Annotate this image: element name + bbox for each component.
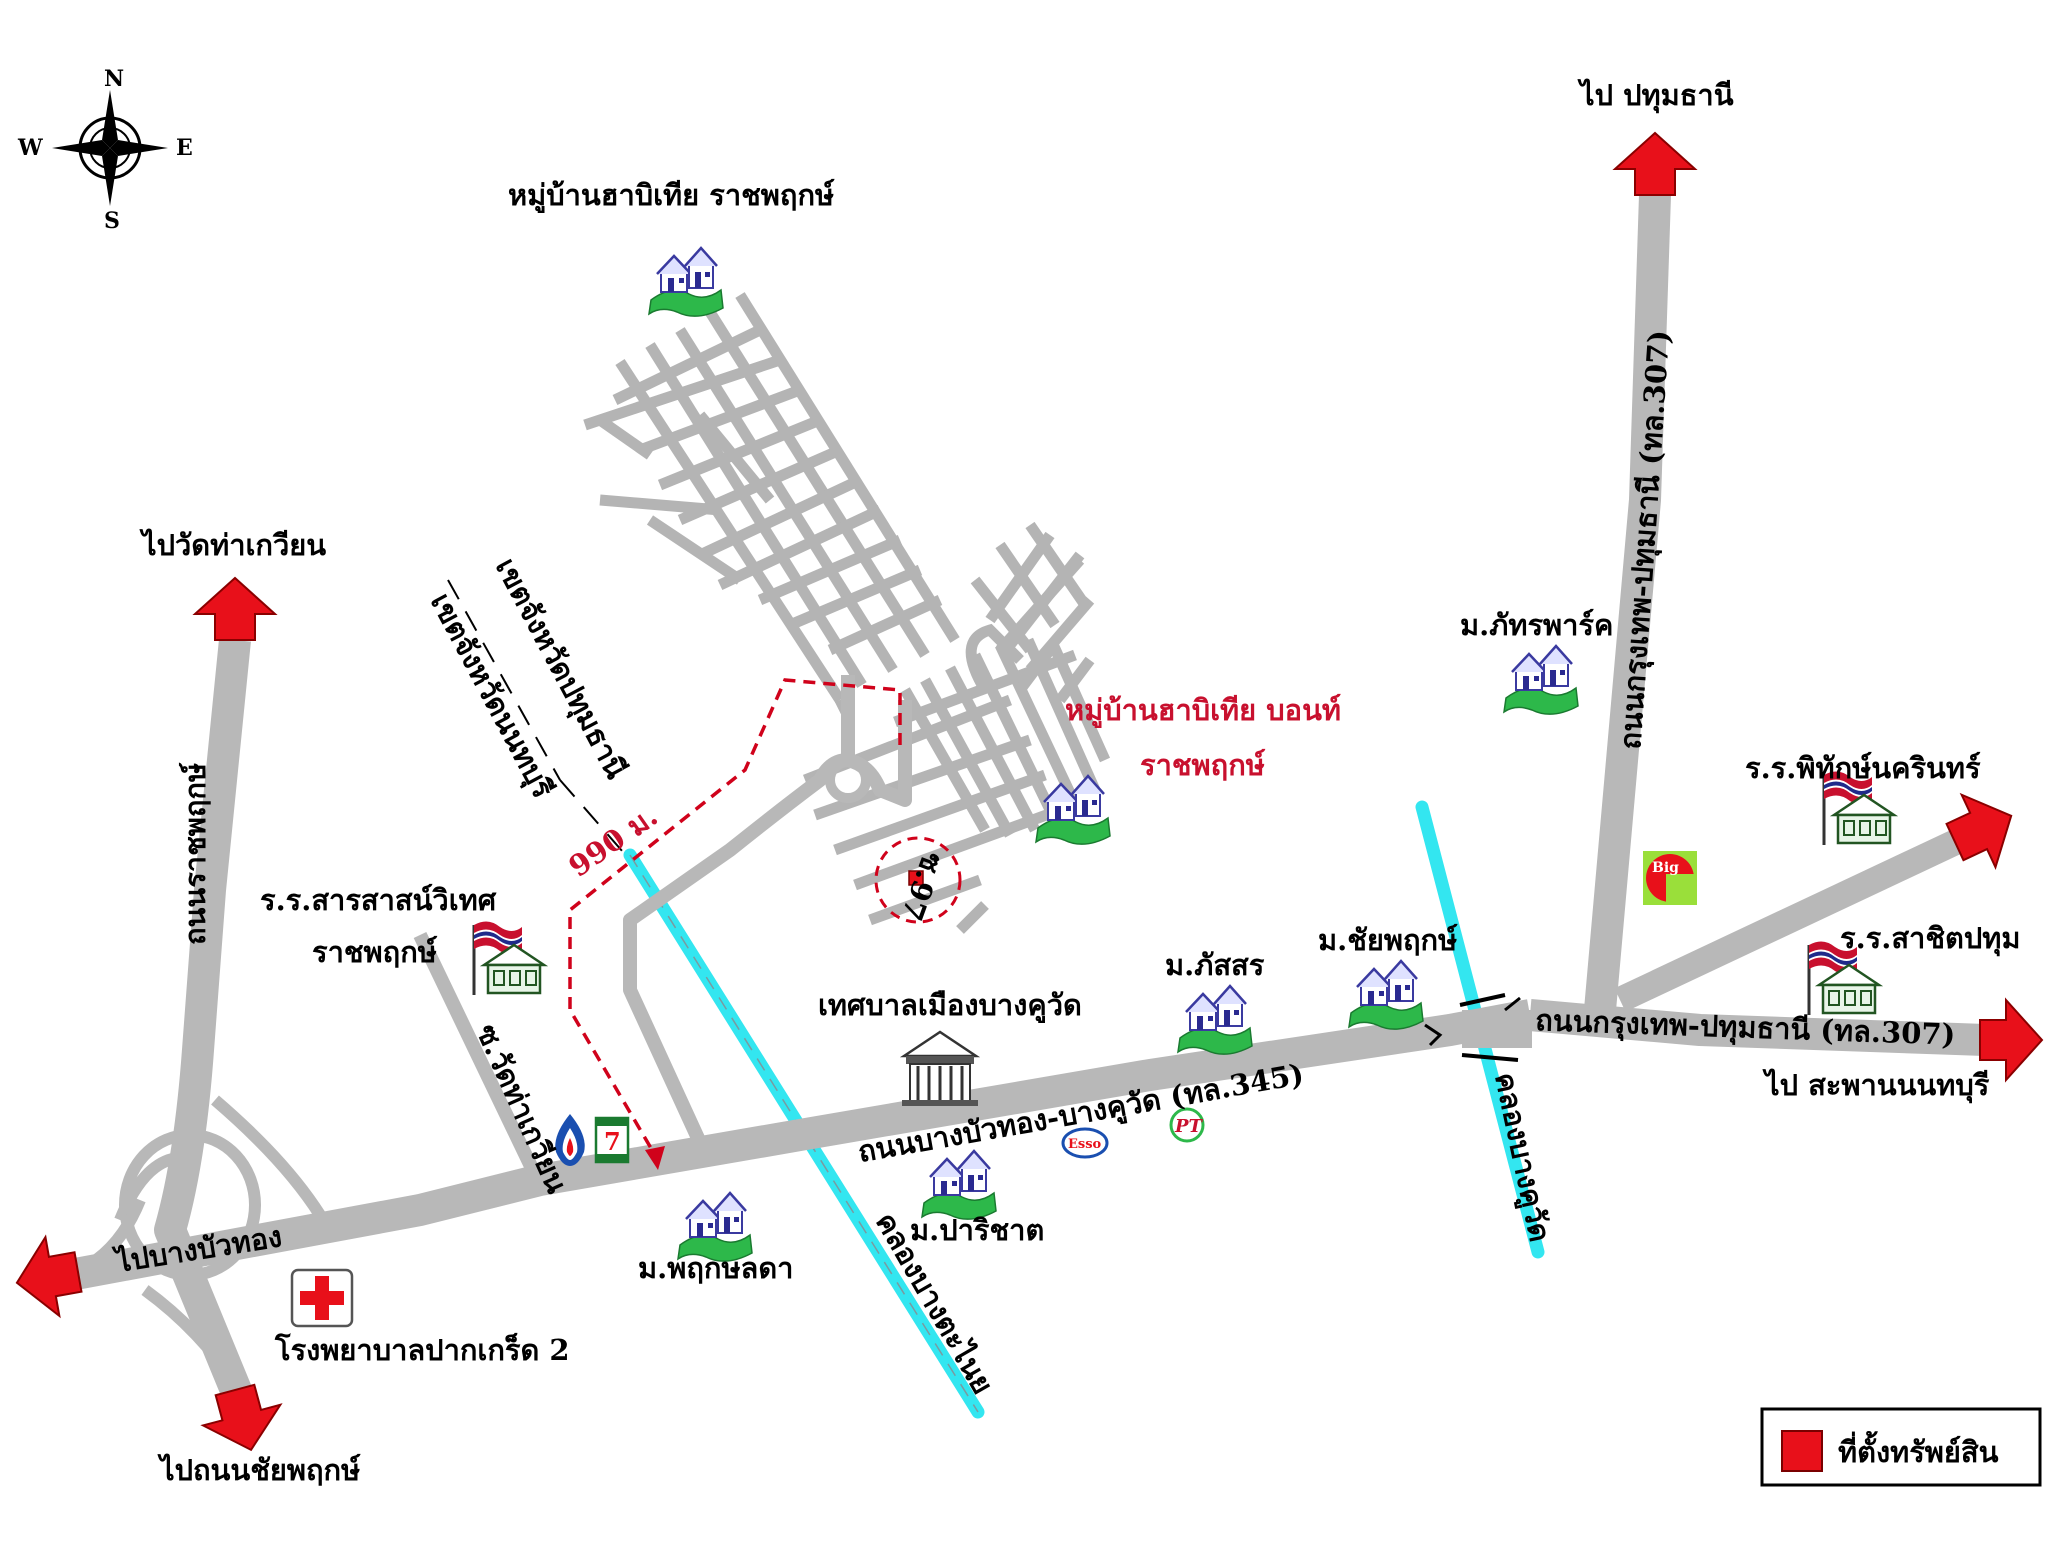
- compass-rose-icon: N S E W: [17, 66, 193, 234]
- phatthara-park-house-icon: [1502, 644, 1580, 716]
- esso-logo-text: Esso: [1068, 1137, 1102, 1152]
- legend-property-swatch: [1781, 1430, 1823, 1472]
- label-sarasas-school-line2: ราชพฤกษ์: [312, 935, 438, 969]
- bangbuathong-bangkhuwat-road: [67, 999, 1533, 1291]
- habitia-ratchaphruek-house-icon: [647, 246, 725, 318]
- label-krungthep-pathumthani-vertical: ถนนกรุงเทพ-ปทุมธานี (ทล.307): [1613, 329, 1677, 751]
- label-habitia-bond-line1: หมู่บ้านฮาบิเทีย บอนท์: [1065, 693, 1341, 728]
- habitia-ratchaphruek-street-grid: [583, 292, 960, 723]
- label-habitia-ratchaphruek: หมู่บ้านฮาบิเทีย ราชพฤกษ์: [508, 178, 835, 213]
- label-pakkret-hospital: โรงพยาบาลปากเกร็ด 2: [274, 1332, 570, 1367]
- habitia-bond-street-grid: [803, 521, 1111, 934]
- compass-west: W: [17, 135, 43, 161]
- label-sarasas-school-line1: ร.ร.สารสาสน์วิเทศ: [260, 883, 497, 917]
- krungthep-pathumthani-road-east: [1528, 999, 1986, 1056]
- arrow-to-bang-bua-thong: [8, 1231, 86, 1324]
- compass-east: E: [176, 135, 193, 161]
- label-to-pathum-thani: ไป ปทุมธานี: [1577, 78, 1734, 113]
- arrow-to-wat-tha-kwian: [194, 577, 276, 641]
- hospital-icon: [290, 1268, 354, 1328]
- label-phruksa-village: ม.พฤกษลดา: [638, 1251, 793, 1285]
- krungthep-pathumthani-road-north: [1584, 194, 1671, 1012]
- esso-station-icon: Esso: [1061, 1127, 1109, 1159]
- label-to-wat-tha-kwian: ไปวัดท่าเกวียน: [139, 528, 326, 562]
- ptt-station-icon: [555, 1114, 585, 1166]
- chaiyaphruek-house-icon: [1347, 959, 1425, 1031]
- arrow-to-chaiyaphruek-road: [195, 1378, 291, 1462]
- label-bang-khuwat-municipality: เทศบาลเมืองบางคูวัด: [818, 988, 1082, 1023]
- intersection-bridge: [1424, 993, 1532, 1062]
- road-to-pathumthani-bridge-2: [1614, 828, 1966, 1012]
- legend-box: ที่ตั้งทรัพย์สิน: [1760, 1407, 2042, 1487]
- label-canal-bang-khuwat: คลองบางคูวัด: [1487, 1069, 1557, 1245]
- label-chaiyaphruek-village: ม.ชัยพฤกษ์: [1318, 923, 1458, 957]
- route-to-property: [568, 678, 902, 1170]
- ratchaphruek-road: [154, 638, 255, 1407]
- legend-property-label: ที่ตั้งทรัพย์สิน: [1838, 1430, 1999, 1469]
- label-ratchaphruek-road: ถนนราชพฤกษ์: [178, 762, 212, 945]
- label-phitak-nakarin-school: ร.ร.พิทักษ์นครินทร์: [1745, 751, 1981, 785]
- big-c-logo-text: Big: [1652, 860, 1679, 876]
- label-sachit-pathum-school: ร.ร.สาชิตปทุม: [1840, 921, 2021, 956]
- svg-text:7: 7: [604, 1127, 621, 1156]
- label-phatthara-park: ม.ภัทรพาร์ค: [1460, 608, 1613, 642]
- access-roads: [413, 675, 912, 1189]
- pt-logo-text: PT: [1174, 1116, 1204, 1137]
- municipality-building-icon: [899, 1030, 981, 1106]
- label-distance: 990 ม.: [563, 799, 664, 884]
- pt-station-icon: PT: [1169, 1107, 1205, 1143]
- 7-eleven-icon: 7: [594, 1116, 630, 1164]
- label-habitia-bond-line2: ราชพฤกษ์: [1140, 748, 1266, 782]
- big-c-icon: Big: [1643, 851, 1697, 905]
- arrow-to-pathumthani-bridge-2: [1937, 778, 2030, 880]
- arrow-to-pathum-thani: [1614, 132, 1696, 196]
- property-location-marker: [874, 836, 962, 924]
- phatsorn-house-icon: [1176, 984, 1254, 1056]
- label-pharichat-village: ม.ปาริชาต: [910, 1213, 1044, 1247]
- sarasas-school-icon: [472, 919, 546, 997]
- province-boundary-lines: [447, 579, 631, 861]
- pharichat-house-icon: [920, 1149, 998, 1221]
- compass-south: S: [104, 208, 120, 234]
- label-to-chaiyaphruek-road: ไปถนนชัยพฤกษ์: [157, 1453, 361, 1487]
- label-to-nonthaburi-bridge: ไป สะพานนนทบุรี: [1762, 1068, 1990, 1103]
- compass-north: N: [104, 66, 124, 92]
- label-phatsorn-village: ม.ภัสสร: [1165, 948, 1265, 982]
